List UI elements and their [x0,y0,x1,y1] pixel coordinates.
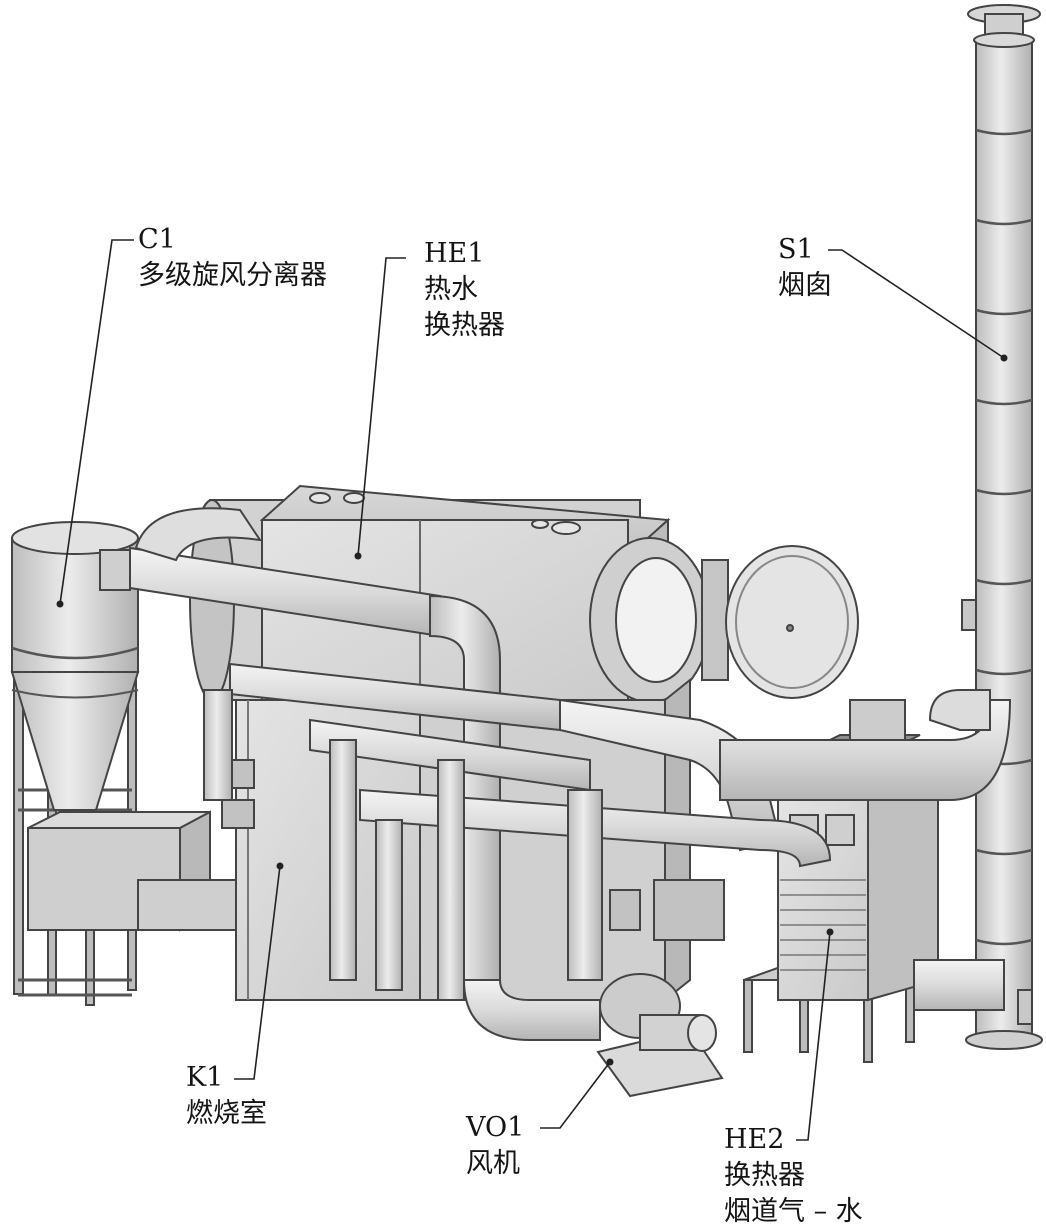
label-s1-name: 烟囱 [778,270,832,301]
label-he1-name-line2: 换热器 [424,310,505,341]
anchor-vo1 [606,1058,614,1066]
chimney-s1 [961,4,1043,1050]
leader-s1 [828,249,1005,359]
label-he2: HE2 换热器 烟道气 – 水 [724,1122,863,1230]
anchor-he2 [826,928,834,936]
fan-vo1 [596,973,724,1098]
label-he1: HE1 热水 换热器 [424,236,505,344]
label-c1-code: C1 [138,224,176,255]
anchor-c1 [56,600,64,608]
label-k1-name: 燃烧室 [186,1098,267,1129]
leader-he1 [357,257,406,557]
label-vo1: VO1 风机 [466,1110,524,1182]
anchor-he1 [354,552,362,560]
leader-c1 [59,239,134,605]
label-vo1-name: 风机 [466,1148,520,1179]
leader-k1 [234,865,281,1080]
label-c1-name: 多级旋风分离器 [138,260,327,291]
label-k1: K1 燃烧室 [186,1060,267,1132]
label-he2-code: HE2 [724,1124,785,1155]
label-he2-name-line2: 烟道气 – 水 [724,1196,863,1227]
leader-vo1 [540,1061,611,1129]
label-c1: C1 多级旋风分离器 [138,222,327,294]
anchor-s1 [1000,354,1008,362]
ducting [99,507,1012,1041]
anchor-k1 [276,862,284,870]
label-he1-code: HE1 [424,238,485,269]
label-he2-name-line1: 换热器 [724,1160,805,1191]
label-vo1-code: VO1 [466,1112,525,1143]
leader-he2 [796,931,831,1141]
label-k1-code: K1 [186,1062,224,1093]
label-s1-code: S1 [778,234,814,265]
label-he1-name-line1: 热水 [424,274,478,305]
label-s1: S1 烟囱 [778,232,832,304]
